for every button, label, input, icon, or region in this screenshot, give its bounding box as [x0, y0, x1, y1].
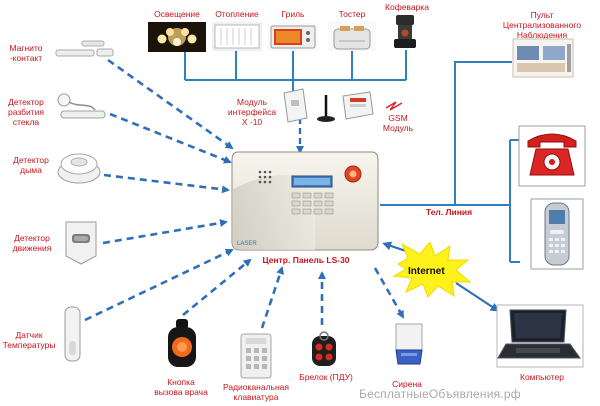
smoke-detector-label: Детектор дыма: [13, 155, 49, 175]
mobile-phone-icon: [530, 198, 584, 270]
magnetic-contact-icon: [55, 40, 114, 57]
x10-module-label: Модуль интерфейса X -10: [227, 97, 277, 127]
coffee-maker-icon: [394, 15, 416, 48]
doctor-call-button-icon: [168, 319, 196, 367]
gsm-antenna-icon: [317, 95, 335, 122]
motion-detector-icon: [65, 221, 97, 265]
monitoring-station-label: Пульт Централизованного Наблюдения: [502, 10, 582, 40]
wireless-keypad-icon: [240, 333, 272, 379]
heater-icon: [212, 22, 262, 51]
sensor-arrows: [84, 58, 405, 329]
grill-oven-icon: [268, 23, 318, 51]
lighting-label: Освещение: [154, 9, 200, 19]
landline-phone-icon: [518, 125, 586, 187]
watermark-text: БесплатныеОбъявления.рф: [359, 387, 521, 401]
computer-laptop-icon: [496, 304, 584, 368]
glass-break-label: Детектор разбития стекла: [7, 97, 45, 127]
temperature-sensor-label: Датчик Температуры: [2, 330, 56, 350]
toaster-icon: [328, 21, 376, 51]
motion-detector-label: Детектор движения: [12, 233, 52, 253]
wireless-keypad-label: Радиоканальная клавиатура: [222, 382, 290, 402]
gsm-module-icon: [342, 91, 374, 120]
central-panel-ls30: LASER: [231, 151, 379, 251]
glass-break-detector-icon: [57, 93, 106, 119]
monitoring-station-icon: [512, 38, 574, 78]
coffee-label: Кофеварка: [385, 2, 429, 12]
magnetic-contact-label: Магнито -контакт: [9, 43, 43, 63]
doctor-call-button-label: Кнопка вызова врача: [154, 377, 208, 397]
gsm-module-label: GSM Модуль: [382, 113, 414, 133]
toaster-label: Тостер: [338, 9, 366, 19]
appliance-bus: [184, 50, 407, 100]
smoke-detector-icon: [57, 153, 101, 184]
siren-icon: [395, 323, 423, 365]
grill-label: Гриль: [281, 9, 305, 19]
phone-line-wires: [380, 61, 520, 263]
panel-brand: LASER: [237, 241, 257, 247]
phone-line-label: Тел. Линия: [425, 207, 473, 217]
central-panel-label: Центр. Панель LS-30: [262, 255, 350, 265]
internet-label: Internet: [408, 266, 445, 277]
x10-module-icon: [283, 88, 308, 123]
keyfob-icon: [312, 331, 336, 366]
temperature-sensor-icon: [64, 306, 81, 362]
chandelier-icon: [148, 22, 206, 52]
computer-label: Компьютер: [520, 372, 564, 382]
keyfob-label: Брелок (ПДУ): [299, 372, 353, 382]
gsm-signal-icon: [385, 101, 403, 111]
heating-label: Отопление: [215, 9, 259, 19]
siren-label: Сирена: [392, 379, 422, 389]
internet-burst-icon: Internet: [392, 242, 472, 298]
